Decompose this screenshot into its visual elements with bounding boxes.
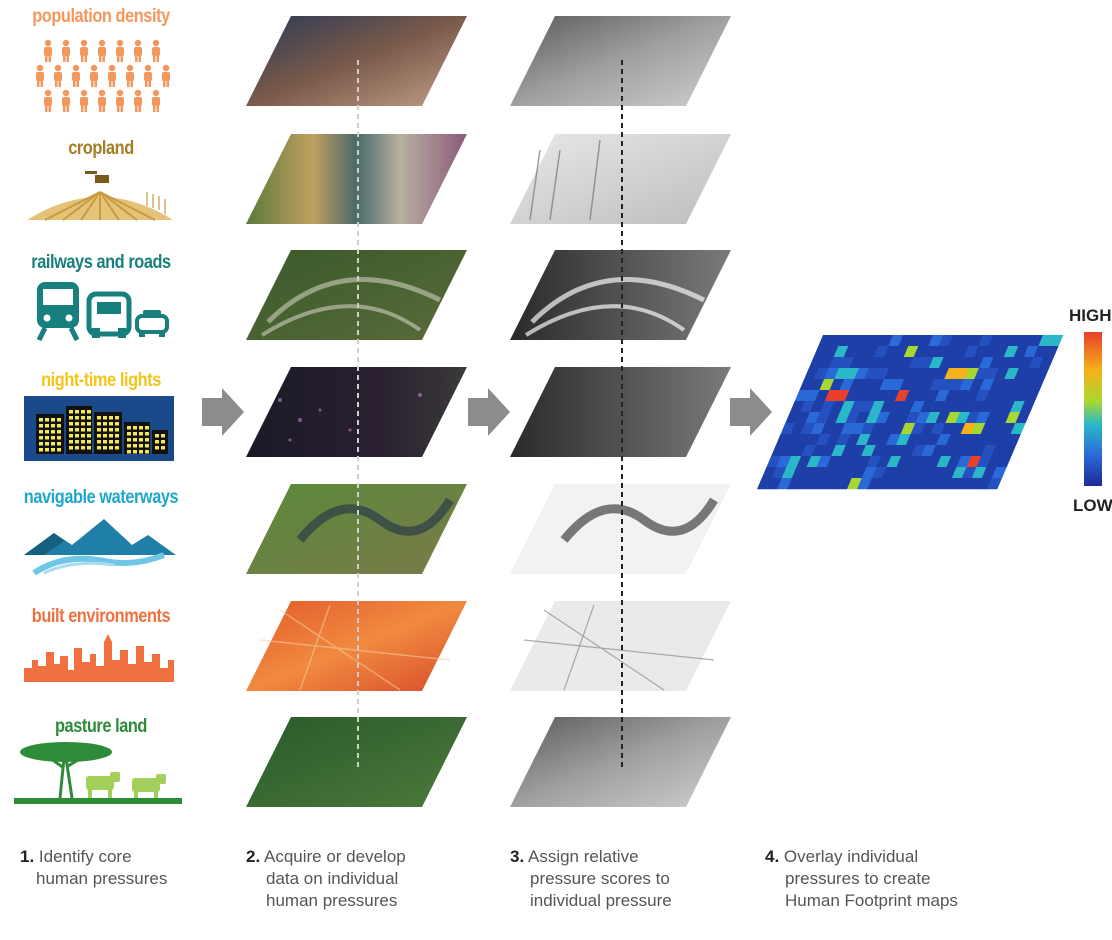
footprint-map-cell xyxy=(1015,412,1031,424)
footprint-map-cell xyxy=(996,456,1012,468)
label-night-time-lights: night-time lights xyxy=(41,370,161,391)
arrow-3-icon xyxy=(730,388,772,436)
footprint-map-cell xyxy=(1024,390,1040,402)
layer-population-photo xyxy=(246,16,467,106)
footprint-map-cell xyxy=(1001,445,1017,457)
layer-cropland-photo xyxy=(246,134,467,224)
label-cropland: cropland xyxy=(68,138,134,159)
step-3-caption: 3. Assign relative pressure scores to in… xyxy=(510,847,672,910)
label-railways-roads: railways and roads xyxy=(31,252,171,273)
mountains-waterway-icon xyxy=(24,519,176,575)
footprint-map-cell xyxy=(1043,346,1059,358)
tree-cows-icon xyxy=(14,742,182,804)
step-2-caption: 2. Acquire or develop data on individual… xyxy=(246,847,406,910)
layer-population-score xyxy=(510,16,731,106)
step-1-caption: 1. Identify core human pressures xyxy=(20,847,168,888)
footprint-map-cell xyxy=(987,478,1003,490)
footprint-map-cell xyxy=(1038,357,1054,369)
people-icon xyxy=(36,39,170,112)
human-footprint-map xyxy=(757,335,1064,490)
label-navigable-waterways: navigable waterways xyxy=(23,487,179,508)
arrow-2-icon xyxy=(468,388,510,436)
footprint-map-cell xyxy=(991,467,1007,479)
layer-pasture-photo xyxy=(246,717,467,807)
label-built-environments: built environments xyxy=(31,606,171,627)
layer-pasture-score xyxy=(510,717,731,807)
train-truck-car-icon xyxy=(36,282,169,342)
layer-built-photo xyxy=(246,601,467,691)
footprint-map-cell xyxy=(1029,379,1045,391)
arrow-1-icon xyxy=(202,388,244,436)
legend-color-scale xyxy=(1084,332,1102,486)
label-population-density: population density xyxy=(32,6,170,27)
layer-night-lights-photo xyxy=(246,367,467,457)
footprint-map-cell xyxy=(1010,423,1026,435)
layer-waterways-photo xyxy=(246,484,467,574)
layer-waterways-score xyxy=(510,484,731,574)
city-lights-icon xyxy=(24,396,174,461)
step-4-caption: 4. Overlay individual pressures to creat… xyxy=(765,847,958,910)
footprint-map-cell xyxy=(1048,335,1064,347)
skyline-icon xyxy=(24,634,174,682)
legend-low-label: LOW xyxy=(1073,496,1112,515)
layer-cropland-score xyxy=(510,134,731,224)
layer-built-score xyxy=(510,601,731,691)
label-pasture-land: pasture land xyxy=(54,716,147,737)
layer-night-lights-score xyxy=(510,367,731,457)
footprint-map-cell xyxy=(1034,368,1050,380)
legend-high-label: HIGH xyxy=(1069,306,1112,325)
footprint-map-cell xyxy=(1005,434,1021,446)
cropland-harvester-icon xyxy=(27,171,173,221)
footprint-map-cell xyxy=(1020,401,1036,413)
